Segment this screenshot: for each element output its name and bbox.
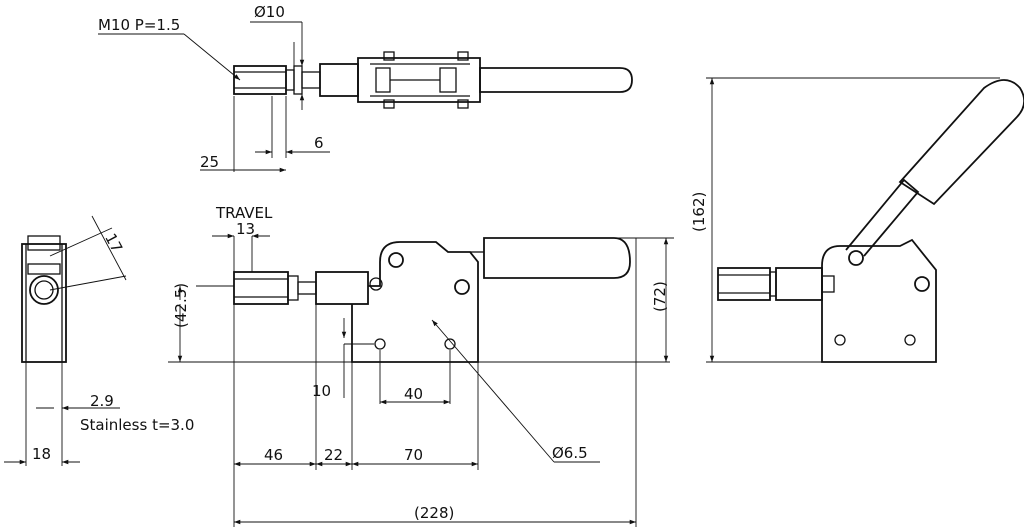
dim-25-label: 25: [200, 153, 219, 171]
hole-diameter-label: Ø6.5: [552, 444, 588, 462]
dim-40-label: 40: [404, 385, 423, 403]
dim-70-label: 70: [404, 446, 423, 464]
thread-label: M10 P=1.5: [98, 16, 180, 34]
dim-42-5-label: (42.5): [172, 283, 190, 328]
dim-162-label: (162): [690, 192, 708, 232]
dim-72-label: (72): [651, 281, 669, 312]
dim-13-label: 13: [236, 220, 255, 238]
dim-228-label: (228): [414, 504, 454, 522]
dim-10-label: 10: [312, 382, 331, 400]
dim-22-label: 22: [324, 446, 343, 464]
open-view: [706, 77, 1024, 363]
top-view: [98, 21, 633, 173]
dim-46-label: 46: [264, 446, 283, 464]
dim-6-label: 6: [314, 134, 324, 152]
travel-label: TRAVEL: [215, 204, 273, 222]
diameter-top-label: Ø10: [254, 3, 285, 21]
dim-2-9-label: 2.9: [90, 392, 114, 410]
dim-17-label: 17: [101, 230, 126, 255]
material-label: Stainless t=3.0: [80, 416, 194, 434]
front-view: [168, 233, 674, 527]
dim-18-label: 18: [32, 445, 51, 463]
end-view: [4, 215, 127, 466]
